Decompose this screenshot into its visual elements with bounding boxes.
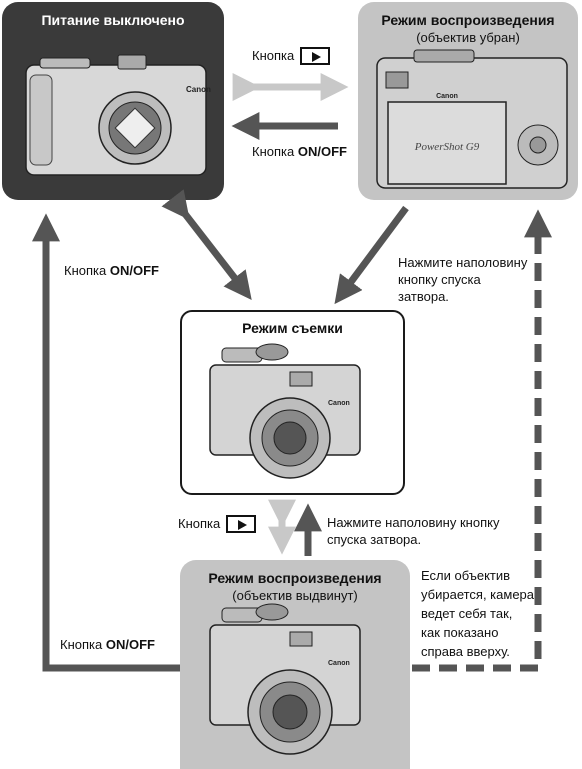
label-half-press-right: Нажмите наполовину кнопку спуска затвора… (398, 255, 528, 304)
arrow-off-shooting (161, 189, 252, 300)
label-onoff-top: Кнопка ON/OFF (252, 144, 347, 159)
playback-button-icon (300, 46, 331, 65)
shooting-title: Режим съемки (242, 320, 343, 336)
playback-top-subtitle: (объектив убран) (416, 30, 520, 45)
camera-playback-extended-illustration: Canon (209, 603, 361, 755)
button-word: Кнопка (252, 48, 295, 63)
label-half-press-center: Нажмите наполовину кнопку спуска затвора… (327, 515, 500, 547)
camera-off-illustration: Canon (25, 54, 211, 176)
label-onoff-left-upper: Кнопка ON/OFF (64, 263, 159, 278)
label-playback-button-top: Кнопка (252, 46, 331, 66)
label-retract-note: Если объектив убирается, камера ведет се… (421, 568, 535, 659)
label-playback-button-center: Кнопка (178, 514, 257, 534)
label-onoff-left-lower: Кнопка ON/OFF (60, 637, 155, 652)
playback-top-title: Режим воспроизведения (381, 12, 555, 28)
arrow-playback-to-shooting (334, 205, 409, 305)
svg-text:Canon: Canon (328, 400, 350, 407)
camera-shooting-illustration: Canon (209, 343, 361, 479)
arrow-dashed-to-playback-top (412, 209, 552, 672)
playback-bottom-title: Режим воспроизведения (208, 570, 382, 586)
svg-text:Canon: Canon (328, 660, 350, 667)
playback-bottom-subtitle: (объектив выдвинут) (232, 588, 358, 603)
svg-text:Canon: Canon (186, 85, 211, 94)
power-off-title: Питание выключено (41, 12, 185, 28)
svg-text:PowerShot G9: PowerShot G9 (414, 141, 480, 153)
arrow-bottom-playback-to-off (32, 213, 180, 672)
camera-back-illustration: PowerShot G9 Canon (376, 49, 568, 189)
svg-text:Canon: Canon (436, 93, 458, 100)
playback-button-icon-center (226, 514, 257, 533)
